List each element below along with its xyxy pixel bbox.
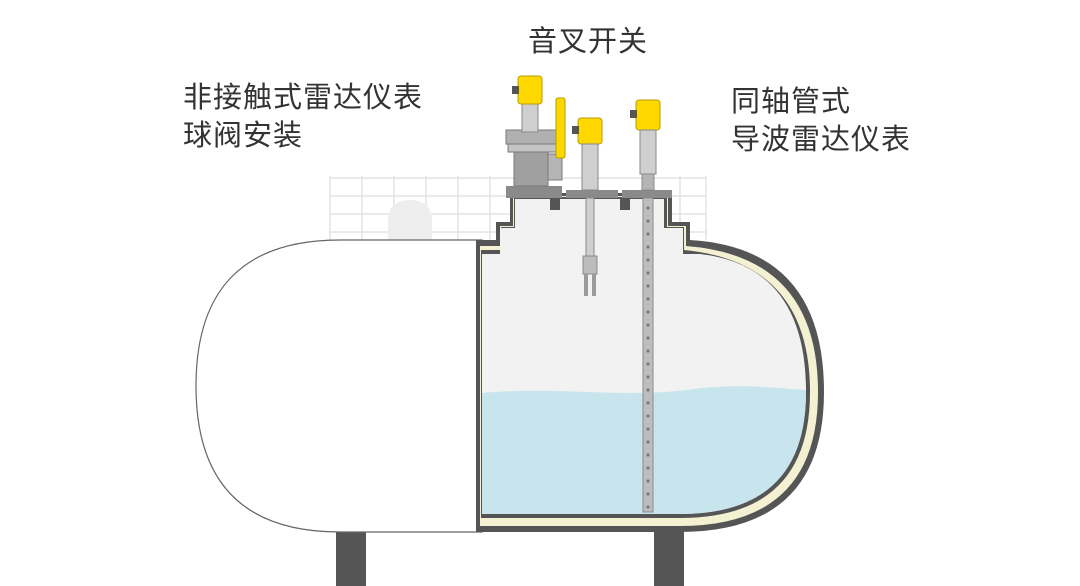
coax-hole — [646, 453, 650, 457]
fork-neck — [581, 143, 599, 191]
label-non-contact-radar-line1: 非接触式雷达仪表 — [183, 80, 424, 114]
tank-exterior-left — [195, 239, 483, 533]
label-non-contact-radar-line2: 球阀安装 — [183, 118, 304, 152]
radar-head — [517, 75, 543, 105]
coax-hole — [646, 505, 650, 509]
coax-hole — [646, 219, 650, 223]
background-dome — [388, 200, 432, 240]
non-contact-radar-instrument — [505, 75, 566, 187]
fork-body — [582, 255, 598, 275]
coax-hole — [646, 427, 650, 431]
label-non-contact-radar: 非接触式雷达仪表 球阀安装 — [183, 78, 423, 154]
coax-hole — [646, 258, 650, 262]
coax-hole — [646, 492, 650, 496]
coax-hole — [646, 245, 650, 249]
nozzle-flange-middle — [566, 190, 618, 198]
coax-hole — [646, 440, 650, 444]
coax-hole — [646, 414, 650, 418]
coax-hole — [646, 271, 650, 275]
label-coaxial-guided-radar-line2: 导波雷达仪表 — [731, 122, 912, 156]
coax-hole — [646, 297, 650, 301]
coax-head — [635, 99, 661, 131]
coax-hole — [646, 336, 650, 340]
coax-head-connector — [630, 110, 637, 118]
fork-tine-left — [584, 274, 588, 296]
coax-hole — [646, 362, 650, 366]
label-coaxial-guided-radar-line1: 同轴管式 — [731, 84, 852, 118]
ball-valve-stem — [521, 103, 539, 133]
coax-tube-holes — [646, 206, 650, 509]
fork-tine-right — [592, 274, 596, 296]
valve-handle — [555, 97, 566, 159]
coax-hole — [646, 349, 650, 353]
label-coaxial-guided-radar: 同轴管式 导波雷达仪表 — [731, 82, 911, 158]
fork-head — [577, 117, 603, 145]
label-tuning-fork-switch-line1: 音叉开关 — [528, 24, 649, 58]
tuning-fork-switch-instrument — [572, 117, 603, 296]
coax-hole — [646, 375, 650, 379]
ball-valve-flange-bottom — [507, 143, 557, 153]
label-tuning-fork-switch: 音叉开关 — [528, 22, 648, 60]
coax-hole — [646, 388, 650, 392]
coax-hole — [646, 479, 650, 483]
radar-head-connector — [512, 86, 519, 94]
fork-rod — [585, 197, 595, 257]
coax-hole — [646, 401, 650, 405]
coax-hole — [646, 206, 650, 210]
coax-collar — [641, 173, 655, 191]
nozzle-flange-right — [622, 190, 672, 198]
ball-valve-side — [547, 153, 563, 181]
ball-valve-body — [513, 149, 549, 187]
coax-hole — [646, 232, 650, 236]
coax-hole — [646, 466, 650, 470]
coaxial-guided-radar-instrument — [630, 99, 661, 513]
coax-hole — [646, 323, 650, 327]
coax-hole — [646, 284, 650, 288]
coax-tube — [642, 197, 654, 513]
fork-head-connector — [572, 126, 579, 134]
coax-hole — [646, 310, 650, 314]
nozzle-flange-left — [506, 186, 562, 198]
coax-neck — [639, 129, 657, 175]
